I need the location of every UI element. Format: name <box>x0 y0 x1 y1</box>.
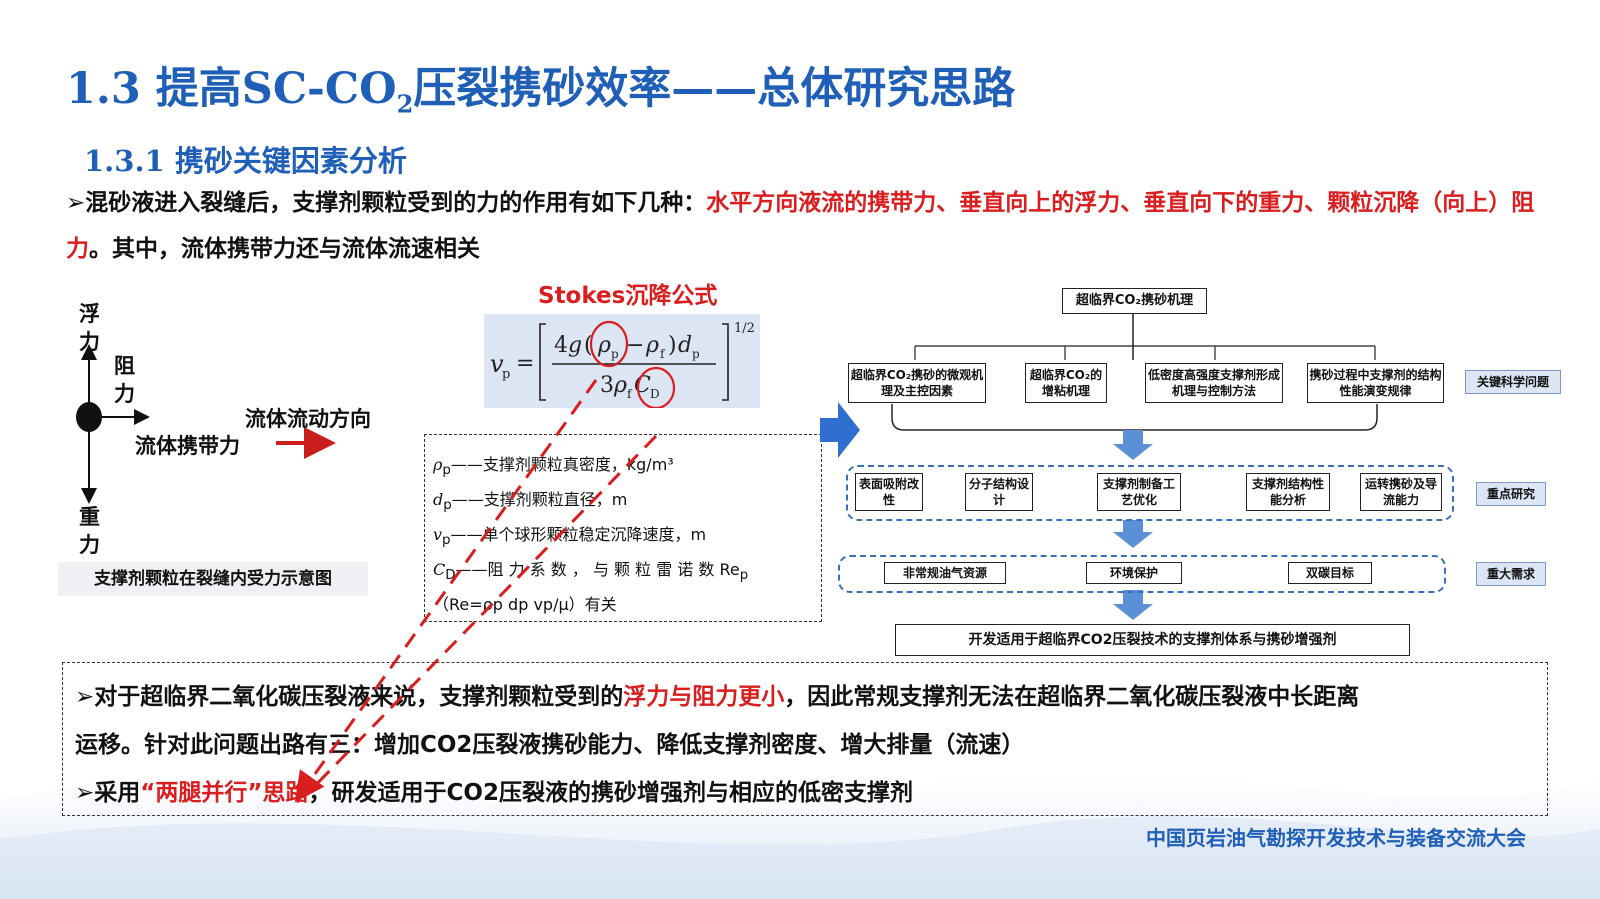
definition-reynolds: （Re=ρp dp vp/μ）有关 <box>433 595 617 614</box>
svg-text:d: d <box>678 333 692 358</box>
flow-row1-box-2: 超临界CO₂的增粘机理 <box>1025 363 1107 403</box>
definition-d: dp——支撑剂颗粒直径，m <box>433 490 628 514</box>
resistance-label: 阻力 <box>114 354 135 406</box>
conclusion-box: ➢对于超临界二氧化碳压裂液来说，支撑剂颗粒受到的浮力与阻力更小，因此常规支撑剂无… <box>62 662 1548 816</box>
svg-text:p: p <box>611 347 619 361</box>
particle-dot <box>76 402 102 432</box>
svg-text:C: C <box>634 373 651 398</box>
svg-text:(: ( <box>584 333 593 358</box>
flow-row1-box-1: 超临界CO₂携砂的微观机理及主控因素 <box>848 363 986 403</box>
conclusion-line-1: ➢对于超临界二氧化碳压裂液来说，支撑剂颗粒受到的浮力与阻力更小，因此常规支撑剂无… <box>75 684 1360 710</box>
flow-row3-box-2: 环境保护 <box>1086 562 1182 584</box>
stokes-formula: v p = 4 g ( ρ p − ρ f ) d p 3 ρ f C D 1/… <box>490 320 755 408</box>
flow-top-box: 超临界CO₂携砂机理 <box>1062 288 1207 314</box>
flow-row2-box-2: 分子结构设计 <box>965 473 1033 511</box>
symbol-definitions: ρp——支撑剂颗粒真密度，kg/m³ dp——支撑剂颗粒直径，m vp——单个球… <box>424 434 822 622</box>
intro-paragraph: ➢混砂液进入裂缝后，支撑剂颗粒受到的力的作用有如下几种：水平方向液流的携带力、垂… <box>66 190 1535 262</box>
flow-row1-box-3: 低密度高强度支撑剂形成机理与控制方法 <box>1145 363 1283 403</box>
background-wave <box>0 770 1600 899</box>
svg-text:): ) <box>668 333 677 358</box>
svg-text:f: f <box>627 387 633 401</box>
flow-row1-box-4: 携砂过程中支撑剂的结构性能演变规律 <box>1307 363 1444 403</box>
tag-major-demand: 重大需求 <box>1476 562 1546 586</box>
svg-text:3: 3 <box>600 373 614 398</box>
cd-highlight-circle <box>636 366 676 408</box>
svg-text:4: 4 <box>554 333 568 358</box>
svg-text:ρ: ρ <box>597 333 611 358</box>
diagram-caption: 支撑剂颗粒在裂缝内受力示意图 <box>58 562 368 596</box>
svg-text:p: p <box>502 367 510 382</box>
svg-text:=: = <box>516 351 534 376</box>
definition-rho: ρp——支撑剂颗粒真密度，kg/m³ <box>433 455 674 479</box>
flowchart-connectors <box>820 314 1378 620</box>
flow-row2-box-5: 运转携砂及导流能力 <box>1360 473 1442 511</box>
svg-text:v: v <box>490 350 504 378</box>
research-group <box>846 465 1454 521</box>
footer-conference: 中国页岩油气勘探开发技术与装备交流大会 <box>1146 826 1526 850</box>
definition-v: vp——单个球形颗粒稳定沉降速度，m <box>433 525 707 549</box>
flow-row3-box-1: 非常规油气资源 <box>884 562 1006 584</box>
definition-cd: CD——阻 力 系 数 ， 与 颗 粒 雷 诺 数 Rep <box>433 560 749 584</box>
flow-row2-box-4: 支撑剂结构性能分析 <box>1246 473 1330 511</box>
flow-row3-box-3: 双碳目标 <box>1288 562 1372 584</box>
buoyancy-label: 浮力 <box>79 302 100 354</box>
flow-row2-box-1: 表面吸附改性 <box>855 473 923 511</box>
demand-group <box>838 555 1446 593</box>
page-title: 1.3 提高SC-CO2压裂携砂效率——总体研究思路 <box>66 64 1016 119</box>
flow-direction-label: 流体流动方向 <box>245 407 371 431</box>
carrying-force-label: 流体携带力 <box>135 434 240 458</box>
tag-key-research: 重点研究 <box>1476 482 1546 506</box>
svg-text:p: p <box>692 347 700 361</box>
svg-text:D: D <box>650 387 660 401</box>
tag-key-science: 关键科学问题 <box>1465 370 1561 394</box>
section-subtitle: 1.3.1 携砂关键因素分析 <box>84 144 407 178</box>
stokes-title: Stokes沉降公式 <box>538 283 718 309</box>
flow-final-box: 开发适用于超临界CO2压裂技术的支撑剂体系与携砂增强剂 <box>895 624 1410 656</box>
svg-text:ρ: ρ <box>645 333 659 358</box>
conclusion-line-3: ➢采用“两腿并行”思路，研发适用于CO2压裂液的携砂增强剂与相应的低密支撑剂 <box>75 780 913 806</box>
svg-text:ρ: ρ <box>613 373 627 398</box>
gravity-label: 重力 <box>79 505 100 557</box>
svg-text:f: f <box>660 347 666 361</box>
svg-text:g: g <box>568 333 582 358</box>
rho-highlight-circle <box>589 320 629 368</box>
formula-exponent: 1/2 <box>734 321 755 336</box>
svg-text:−: − <box>626 333 644 358</box>
flow-row2-box-3: 支撑剂制备工艺优化 <box>1097 473 1181 511</box>
conclusion-line-2: 运移。针对此问题出路有三：增加CO2压裂液携砂能力、降低支撑剂密度、增大排量（流… <box>75 732 1025 758</box>
